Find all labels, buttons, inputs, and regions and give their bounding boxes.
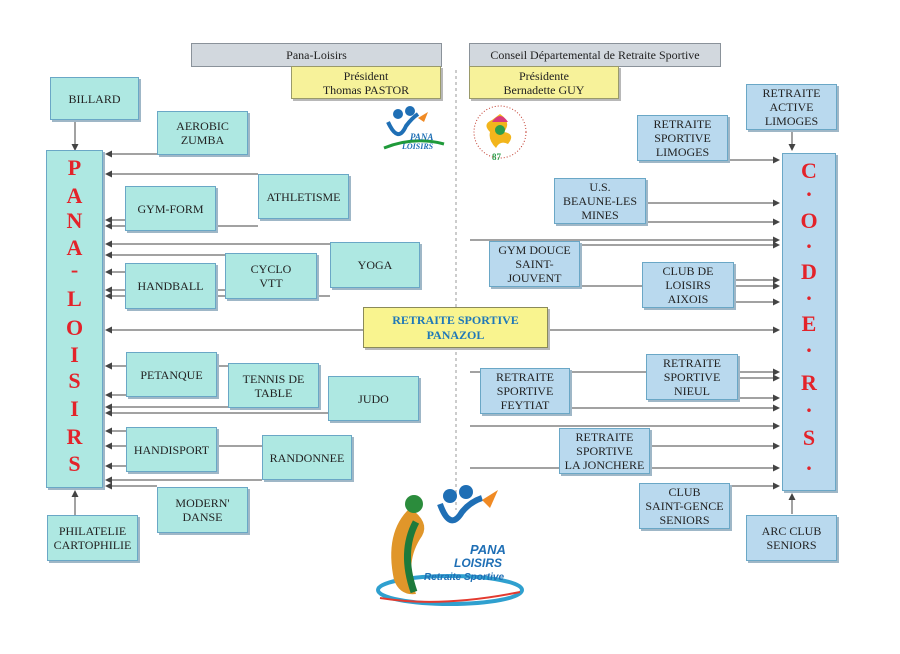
pana-loisirs-figures-icon — [383, 106, 445, 150]
column-letter: . — [806, 332, 812, 357]
small-logo-loisirs-text: LOISIRS — [402, 142, 434, 151]
club-retraite-sportive-la-jonchere: RETRAITE SPORTIVE LA JONCHERE — [559, 428, 650, 474]
column-letter: - — [70, 257, 79, 282]
column-letter: I — [70, 396, 79, 421]
column-letter: I — [70, 342, 79, 367]
column-letter: L — [67, 286, 82, 311]
activity-billard: BILLARD — [50, 77, 139, 120]
club-saint-gence-seniors: CLUB SAINT-GENCE SENIORS — [639, 483, 730, 529]
column-letter: S — [68, 451, 81, 476]
retraite-sportive-panazol: RETRAITE SPORTIVE PANAZOL — [363, 307, 548, 348]
coders-column: C . O . D . E . R . S . — [782, 153, 836, 491]
pana-loisirs-small-logo: PANA LOISIRS — [378, 104, 450, 160]
big-logo-loisirs-text: LOISIRS — [454, 556, 503, 570]
activity-cyclo-vtt: CYCLO VTT — [225, 253, 317, 299]
club-us-beaune-les-mines: U.S. BEAUNE-LES MINES — [554, 178, 646, 224]
column-letter: N — [66, 208, 83, 233]
column-letter: D — [801, 259, 817, 284]
column-letter: C — [801, 158, 817, 183]
column-letter: . — [806, 176, 812, 201]
activity-handball: HANDBALL — [125, 263, 216, 309]
activity-handisport: HANDISPORT — [126, 427, 217, 472]
club-gym-douce-saint-jouvent: GYM DOUCE SAINT- JOUVENT — [489, 241, 580, 287]
club-retraite-sportive-limoges: RETRAITE SPORTIVE LIMOGES — [637, 115, 728, 161]
big-logo-retraite-sportive-text: Retraite Sportive — [424, 572, 505, 583]
column-letter: P — [67, 155, 82, 180]
activity-yoga: YOGA — [330, 242, 420, 288]
president-right: Présidente Bernadette GUY — [469, 66, 619, 99]
activity-philatelie-cartophilie: PHILATELIE CARTOPHILIE — [47, 515, 138, 561]
big-logo-pana-text: PANA — [470, 542, 506, 557]
column-letter: R — [801, 370, 817, 395]
small-logo-pana-text: PANA — [410, 132, 434, 142]
column-letter: . — [806, 228, 812, 253]
coders-87-logo: 87 — [470, 100, 530, 166]
club-retraite-active-limoges: RETRAITE ACTIVE LIMOGES — [746, 84, 837, 130]
club-retraite-sportive-feytiat: RETRAITE SPORTIVE FEYTIAT — [480, 368, 570, 414]
column-letter: . — [806, 392, 812, 417]
coders-flower-icon — [473, 105, 527, 159]
club-retraite-sportive-nieul: RETRAITE SPORTIVE NIEUL — [646, 354, 738, 400]
activity-tennis-de-table: TENNIS DE TABLE — [228, 363, 319, 408]
coders-87-number: 87 — [492, 152, 501, 162]
column-letter: O — [800, 208, 818, 233]
pana-loisirs-swoosh-icon — [376, 485, 524, 606]
club-arc-club-seniors: ARC CLUB SENIORS — [746, 515, 837, 561]
president-left: Président Thomas PASTOR — [291, 66, 441, 99]
activity-aerobic-zumba: AEROBIC ZUMBA — [157, 111, 248, 155]
activity-athletisme: ATHLETISME — [258, 174, 349, 219]
column-letter: S — [802, 425, 816, 450]
header-conseil-departemental: Conseil Départemental de Retraite Sporti… — [469, 43, 721, 67]
club-loisirs-aixois: CLUB DE LOISIRS AIXOIS — [642, 262, 734, 308]
column-letter: A — [66, 183, 83, 208]
pana-loisirs-retraite-sportive-logo: PANA LOISIRS Retraite Sportive — [370, 482, 535, 610]
column-letter: . — [806, 280, 812, 305]
activity-randonnee: RANDONNEE — [262, 435, 352, 480]
activity-judo: JUDO — [328, 376, 419, 421]
column-letter: S — [68, 368, 81, 393]
column-letter: R — [66, 424, 83, 449]
column-letter: A — [66, 235, 83, 260]
column-letter: E — [801, 311, 817, 336]
column-letter: . — [806, 450, 812, 475]
header-pana-loisirs: Pana-Loisirs — [191, 43, 442, 67]
column-letter: O — [65, 315, 84, 340]
activity-gym-form: GYM-FORM — [125, 186, 216, 231]
activity-petanque: PETANQUE — [126, 352, 217, 397]
pana-loisirs-column: P A N A - L O I S I R S — [46, 150, 103, 488]
activity-modern-danse: MODERN' DANSE — [157, 487, 248, 533]
